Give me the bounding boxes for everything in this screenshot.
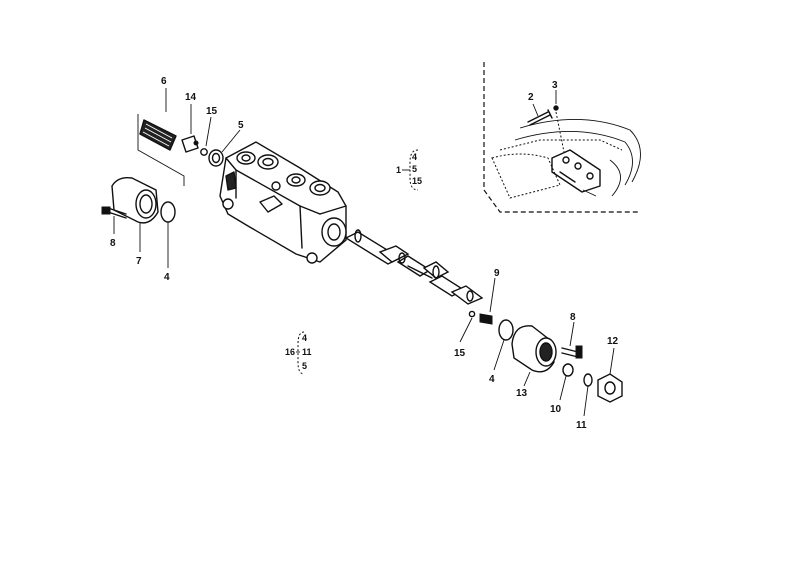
nut-part-12 <box>597 347 623 403</box>
group-1-mid: 5 <box>412 164 417 174</box>
group-1-lead: 1 <box>396 165 401 175</box>
left-parts-group <box>101 88 241 268</box>
screw-part-8-left <box>101 206 127 234</box>
group-16-mid: 11 <box>302 347 312 357</box>
plug-part-14 <box>181 104 199 153</box>
oring-part-4-left <box>160 201 176 223</box>
inset-washer-3 <box>553 105 559 111</box>
inset-valve <box>551 149 601 197</box>
valve-body-part-1 <box>219 141 347 264</box>
group-1-top: 4 <box>412 152 417 162</box>
plug-part-9 <box>479 277 496 325</box>
label-8-right: 8 <box>570 312 576 323</box>
label-8-left: 8 <box>110 238 116 249</box>
spring-part-6 <box>139 88 177 151</box>
label-9: 9 <box>494 268 500 279</box>
ring-part-5 <box>208 149 224 167</box>
screw-part-8-right <box>561 321 583 359</box>
label-7: 7 <box>136 256 142 267</box>
ring-part-10 <box>562 363 574 377</box>
label-15-left: 15 <box>206 106 218 117</box>
ring-part-11 <box>583 373 593 387</box>
cover-part-7 <box>111 176 159 252</box>
group-16-lead: 16 <box>285 347 295 357</box>
part-labels: 6 14 15 5 8 7 4 9 15 4 13 8 10 11 12 2 3 <box>110 76 619 431</box>
label-14: 14 <box>185 92 197 103</box>
group-callout-16: 16 4 11 5 <box>285 331 312 375</box>
label-10: 10 <box>550 404 562 415</box>
oring-part-4-right <box>498 319 514 341</box>
group-callout-1: 1 4 5 15 <box>396 149 422 191</box>
group-16-top: 4 <box>302 333 307 343</box>
group-1-bot: 15 <box>412 176 422 186</box>
label-4-right: 4 <box>489 374 495 385</box>
inset-bolt-2 <box>527 111 549 123</box>
oring-part-15-right <box>468 310 476 318</box>
label-12: 12 <box>607 336 619 347</box>
cap-part-13 <box>511 325 557 387</box>
right-parts-group <box>459 277 623 417</box>
label-5: 5 <box>238 120 244 131</box>
label-2: 2 <box>528 92 534 103</box>
label-15-right: 15 <box>454 348 466 359</box>
label-4-left: 4 <box>164 272 170 283</box>
label-6: 6 <box>161 76 167 87</box>
label-3: 3 <box>552 80 558 91</box>
oring-part-15-left <box>200 148 208 156</box>
label-13: 13 <box>516 388 528 399</box>
group-16-bot: 5 <box>302 361 307 371</box>
spool-shaft <box>344 229 484 305</box>
label-11: 11 <box>576 420 587 431</box>
location-inset <box>483 62 641 213</box>
